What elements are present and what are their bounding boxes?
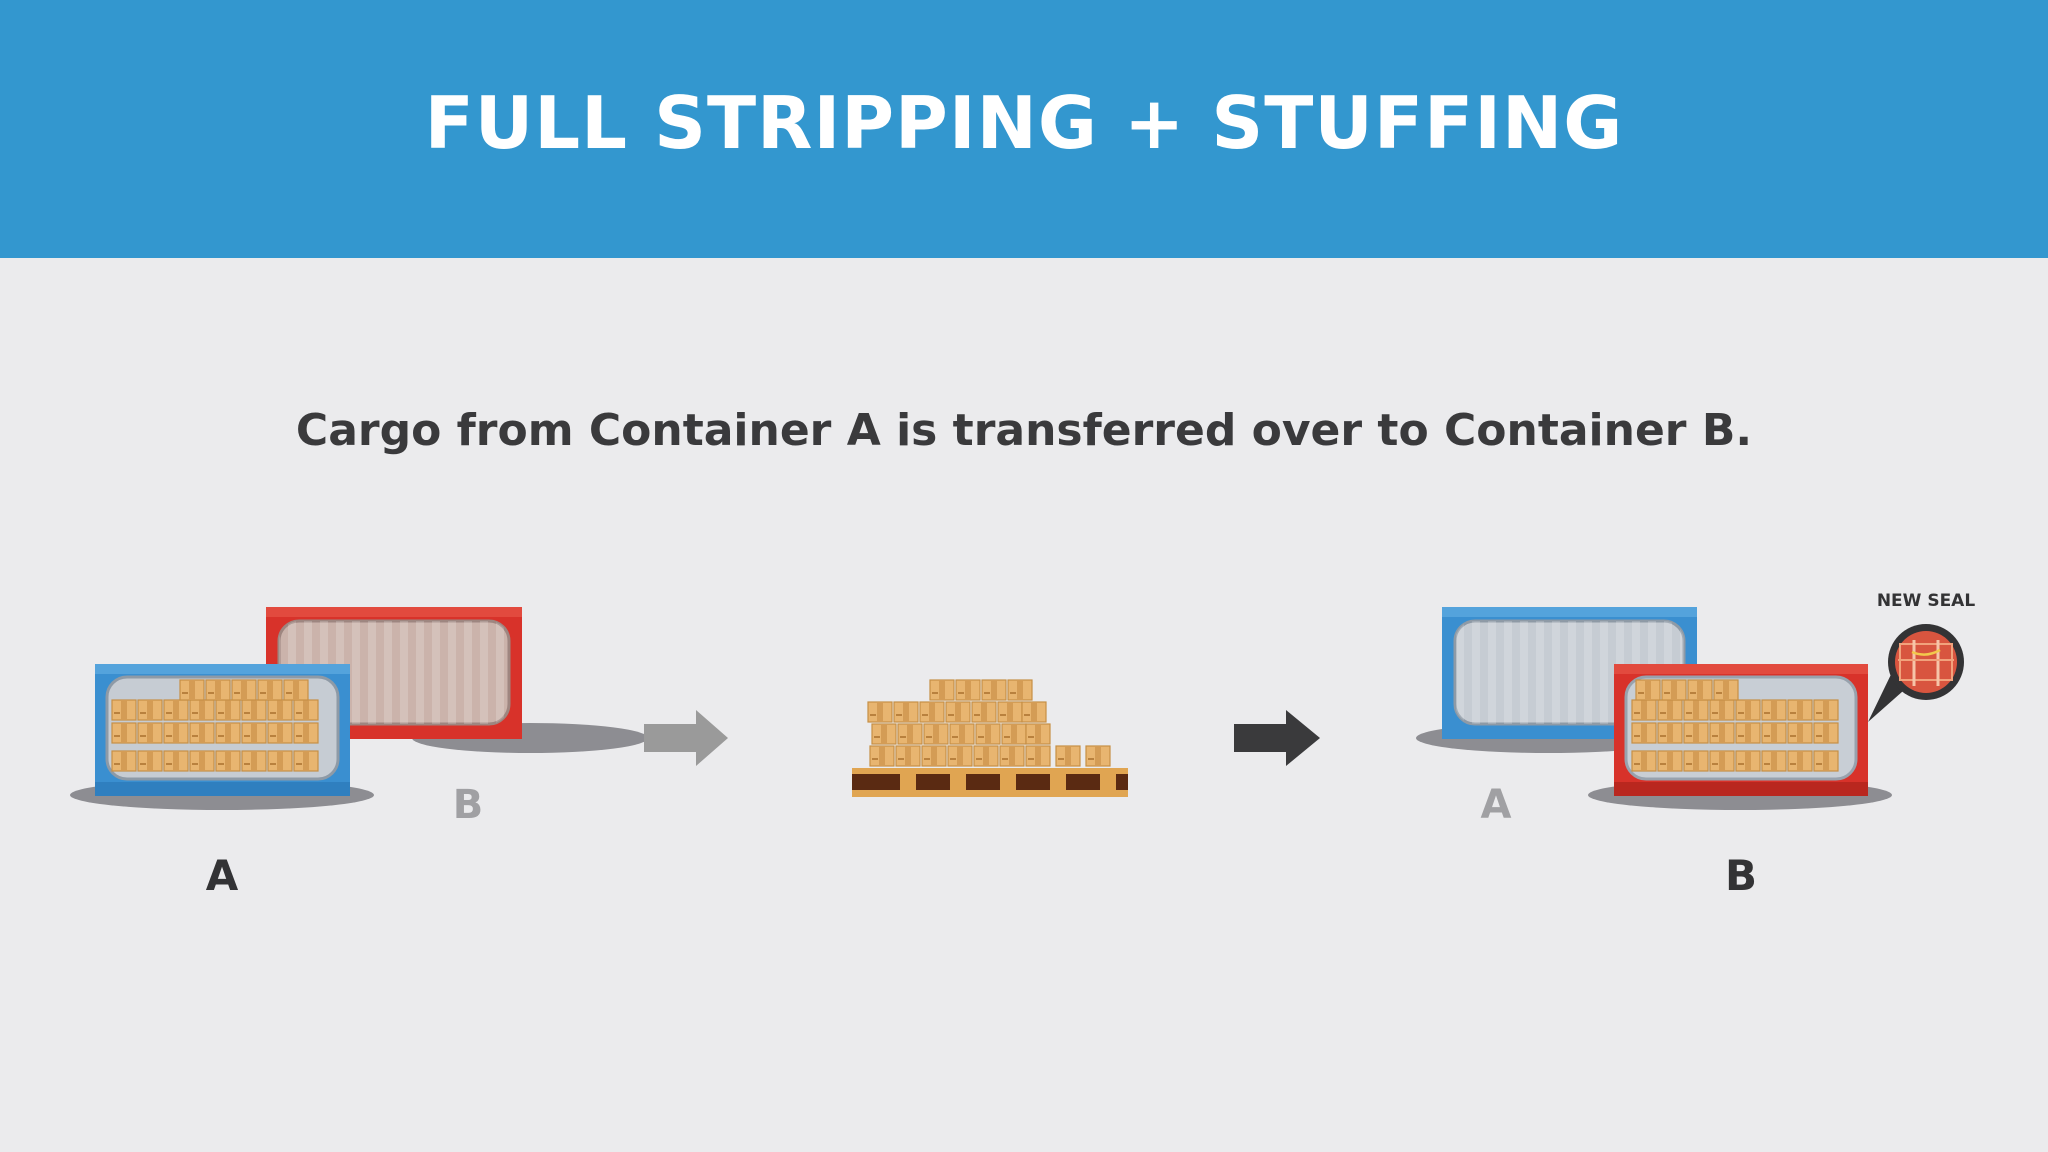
diagram-caption: Cargo from Container A is transferred ov… [295, 405, 1753, 456]
pallet-icon [852, 768, 1128, 797]
cargo-pallet-stack [852, 679, 1128, 797]
cargo-box-icon [867, 679, 1111, 767]
arrow-right-icon [644, 710, 728, 766]
container-a-label: A [1481, 782, 1512, 828]
title-banner: FULL STRIPPING + STUFFING [0, 0, 2048, 258]
seal-badge-icon [1868, 624, 1964, 722]
container-b-label: B [1725, 851, 1757, 900]
left-container-group: A B [70, 607, 648, 900]
container-b-label: B [453, 782, 484, 828]
page-title: FULL STRIPPING + STUFFING [424, 81, 1624, 165]
new-seal-label: NEW SEAL [1877, 591, 1976, 611]
arrow-right-icon [1234, 710, 1320, 766]
container-a-icon [95, 664, 350, 796]
container-a-label: A [206, 851, 239, 900]
container-b-icon [1614, 664, 1868, 796]
right-container-group: NEW SEAL A B [1416, 591, 1975, 900]
